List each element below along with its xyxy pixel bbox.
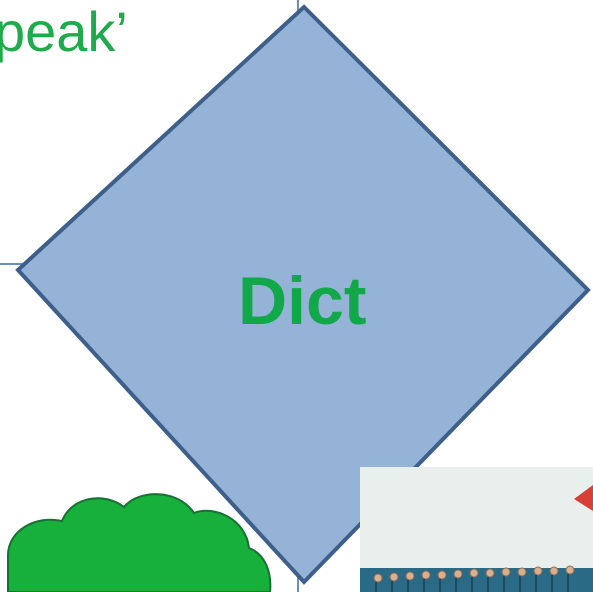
photo-thumbnail: [360, 467, 593, 592]
diamond-label: Dict: [238, 263, 367, 339]
top-partial-text: peak’: [0, 0, 128, 63]
horizontal-connector-line: [0, 263, 25, 265]
